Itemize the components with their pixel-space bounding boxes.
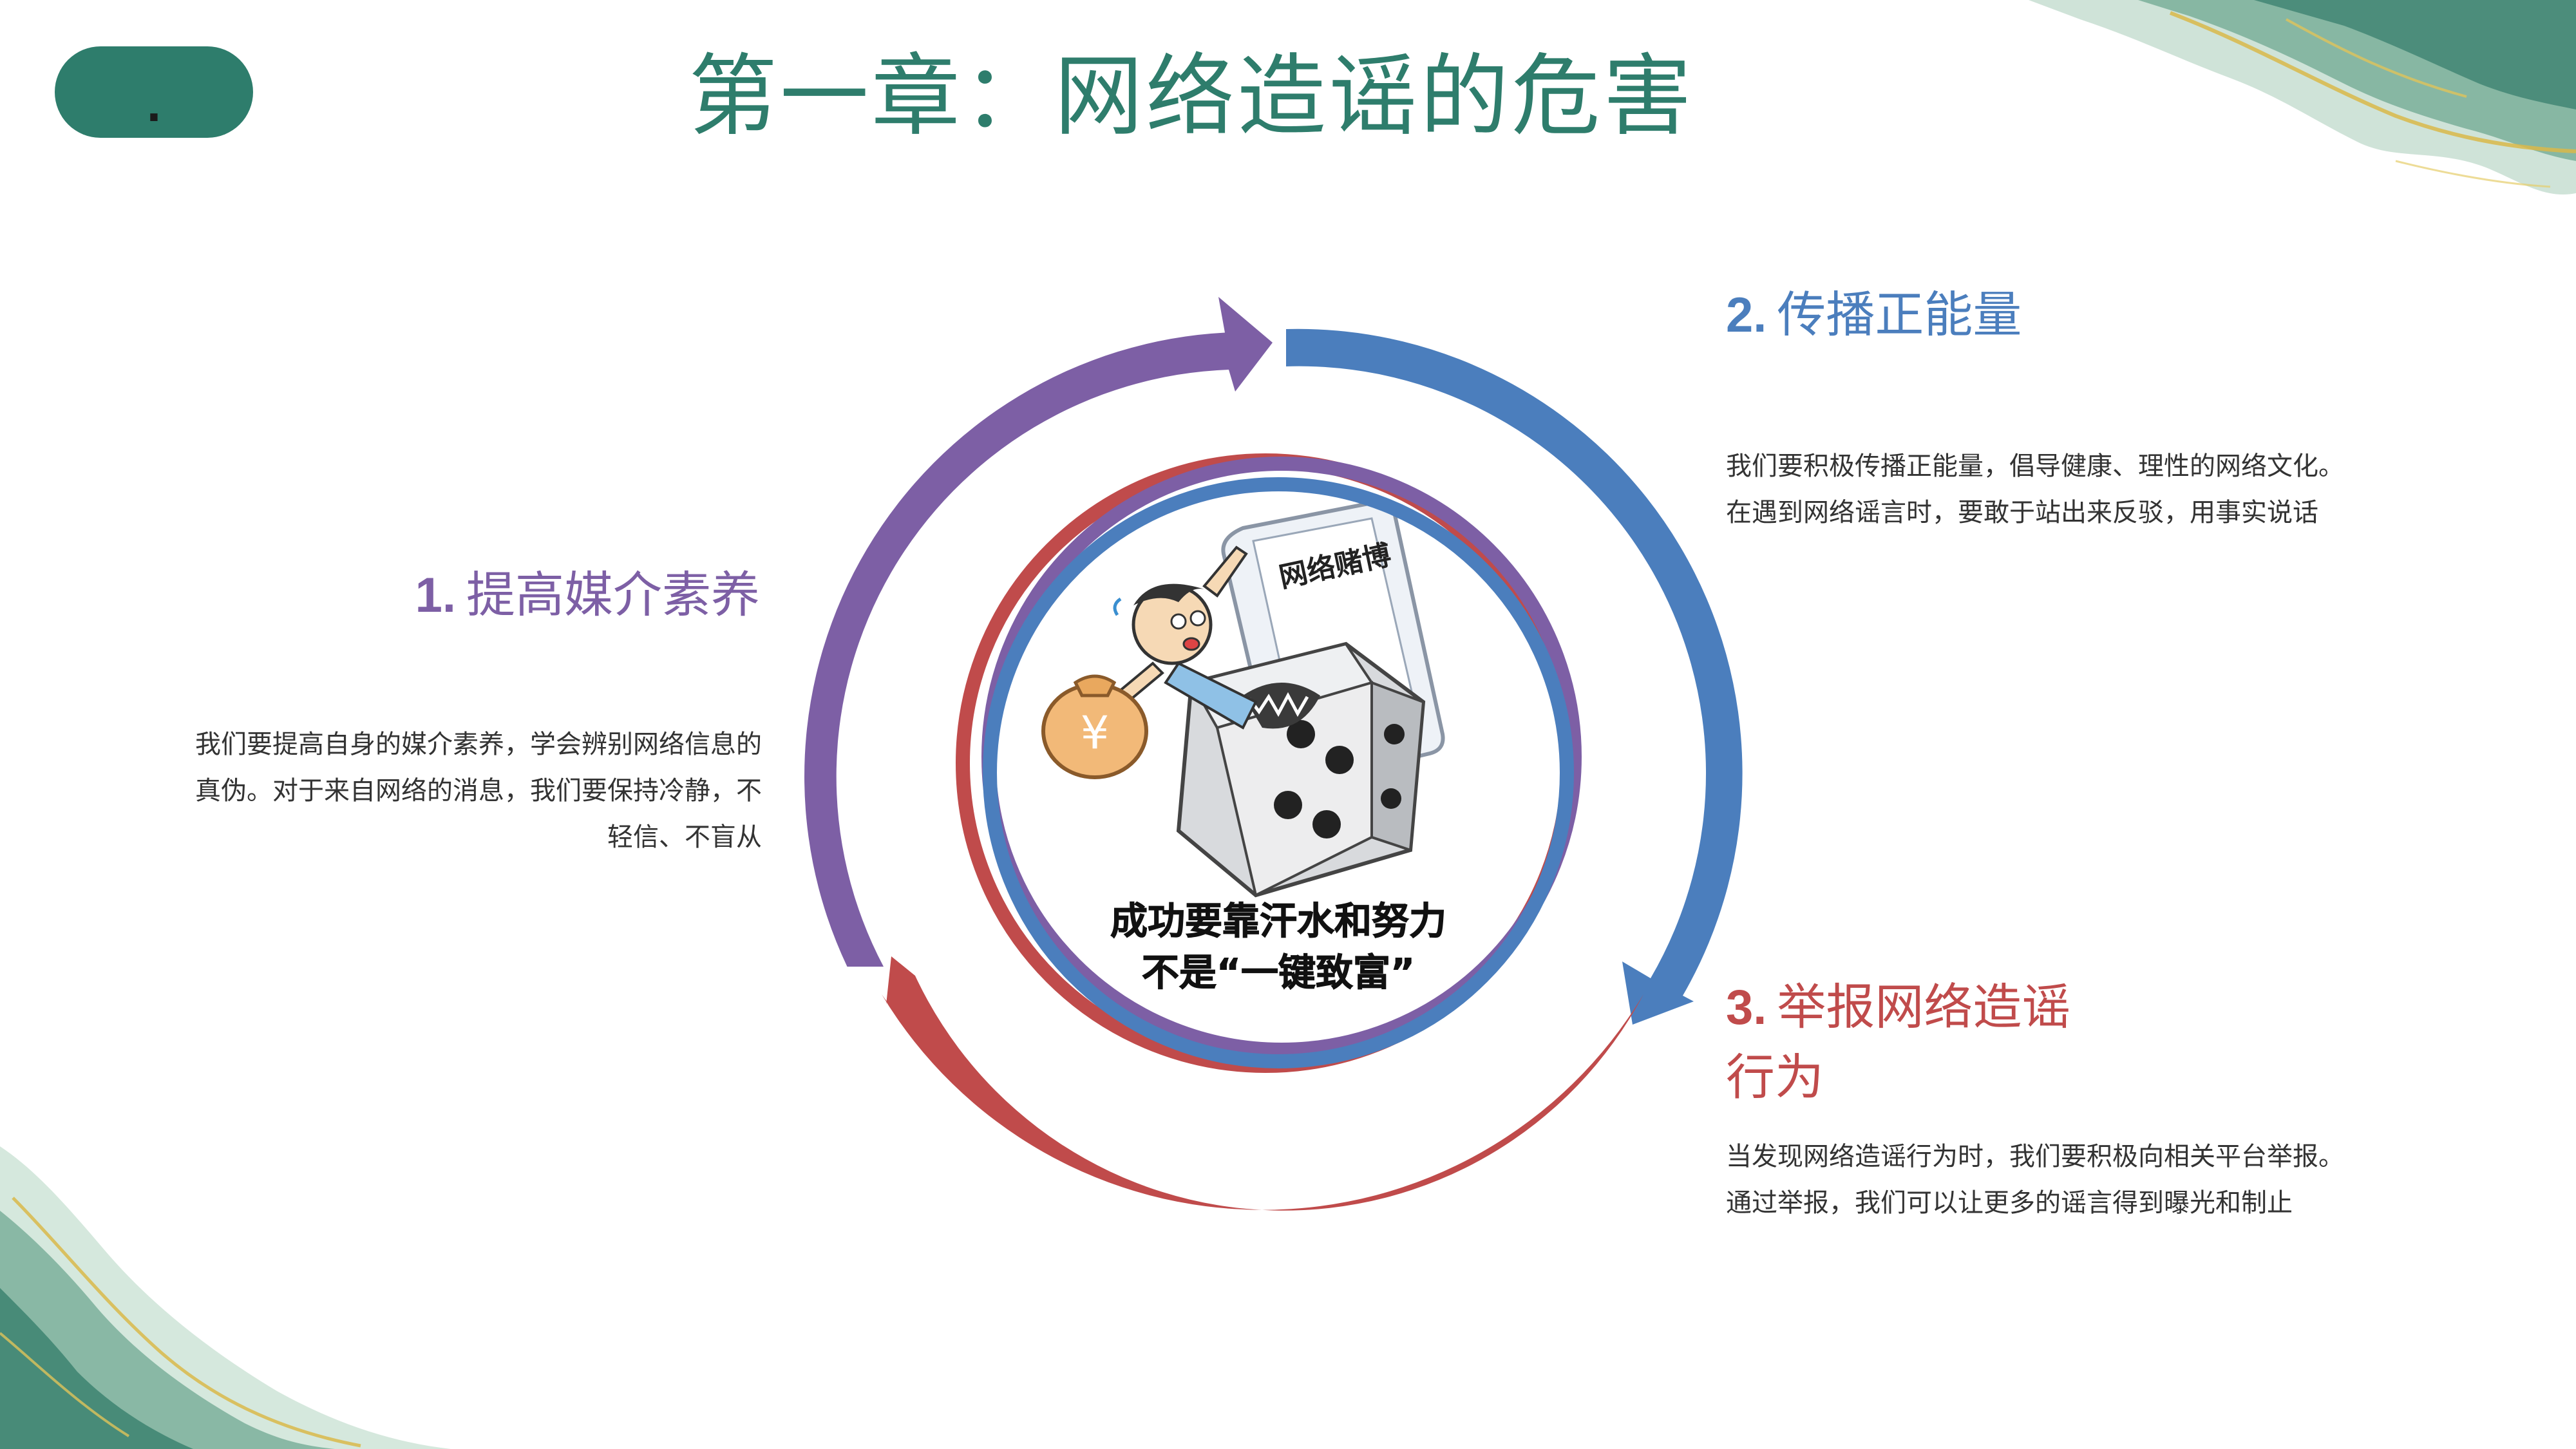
page-title: 第一章：网络造谣的危害 <box>688 44 1694 148</box>
point-2-title: 传播正能量 <box>1777 286 2022 343</box>
watercolor-decoration-bottom-left <box>0 1146 451 1449</box>
point-3-number: 3. <box>1726 980 1767 1035</box>
point-1-body: 我们要提高自身的媒介素养，学会辨别网络信息的真伪。对于来自网络的消息，我们要保持… <box>195 730 762 852</box>
point-1-number: 1. <box>415 568 456 623</box>
caption-line-2: 不是“一键致富” <box>1142 951 1415 994</box>
point-1-heading: 1.提高媒介素养 <box>386 560 760 630</box>
caption-line-1: 成功要靠汗水和努力 <box>1110 899 1446 943</box>
point-3-body: 当发现网络造谣行为时，我们要积极向相关平台举报。通过举报，我们可以让更多的谣言得… <box>1726 1142 2344 1218</box>
watercolor-decoration-top-right <box>2029 0 2576 194</box>
arrow-purple <box>804 297 1273 967</box>
svg-text:¥: ¥ <box>1081 706 1110 759</box>
point-2-body: 我们要积极传播正能量，倡导健康、理性的网络文化。在遇到网络谣言时，要敢于站出来反… <box>1726 451 2344 527</box>
point-2-number: 2. <box>1726 288 1767 343</box>
point-3-title: 举报网络造谣行为 <box>1726 978 2071 1106</box>
chapter-badge: . <box>55 46 253 138</box>
point-3-heading: 3.举报网络造谣行为 <box>1726 972 2112 1112</box>
arrow-blue <box>1286 328 1743 1025</box>
cycle-diagram: 网络赌博 <box>804 297 1743 1211</box>
point-1-title: 提高媒介素养 <box>466 566 760 623</box>
point-2-heading: 2.传播正能量 <box>1726 280 2177 350</box>
inner-ring-blue <box>983 477 1574 1068</box>
cycle-arrows <box>804 297 1743 1211</box>
cartoon-man-illustration <box>1112 545 1258 730</box>
money-bag-illustration: ¥ <box>1041 674 1148 779</box>
